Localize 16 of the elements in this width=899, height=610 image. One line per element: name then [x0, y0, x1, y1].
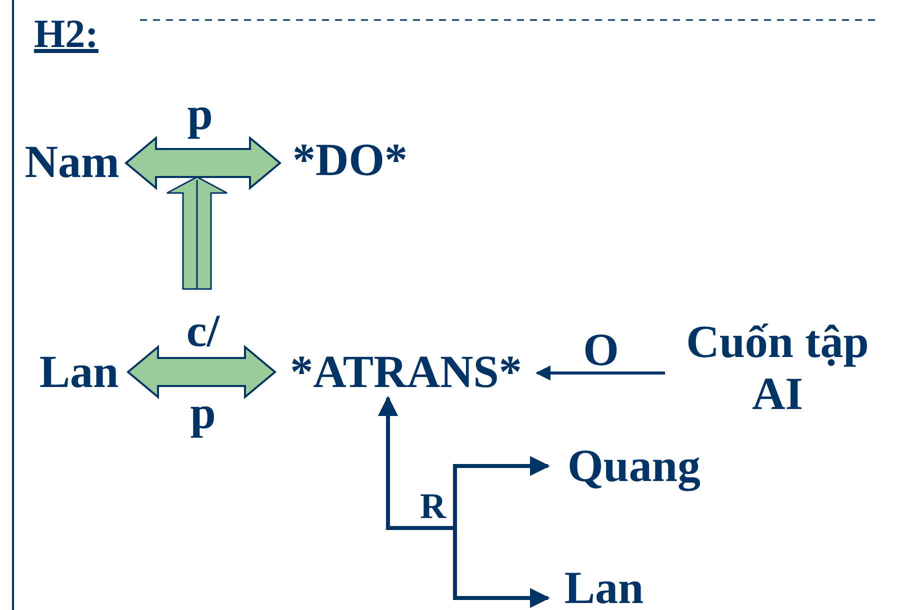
concept-label: Lan [548, 562, 660, 610]
block-arrow [126, 344, 277, 400]
edge-label: p [186, 88, 214, 140]
block-arrow [124, 136, 282, 190]
concept-label: *DO* [280, 134, 420, 186]
heading: H2: [34, 10, 98, 58]
concept-label: Nam [18, 136, 126, 188]
edge-label: R [419, 486, 448, 526]
concept-label: Cuốn tập AI [665, 316, 890, 426]
concept-label: Lan [30, 346, 128, 398]
arrow [536, 366, 665, 380]
edge-label: c/ p [185, 304, 221, 440]
concept-label: Quang [548, 440, 720, 492]
concept-label: *ATRANS* [275, 346, 537, 398]
edge-label: O [582, 325, 620, 375]
arrow [378, 396, 550, 608]
